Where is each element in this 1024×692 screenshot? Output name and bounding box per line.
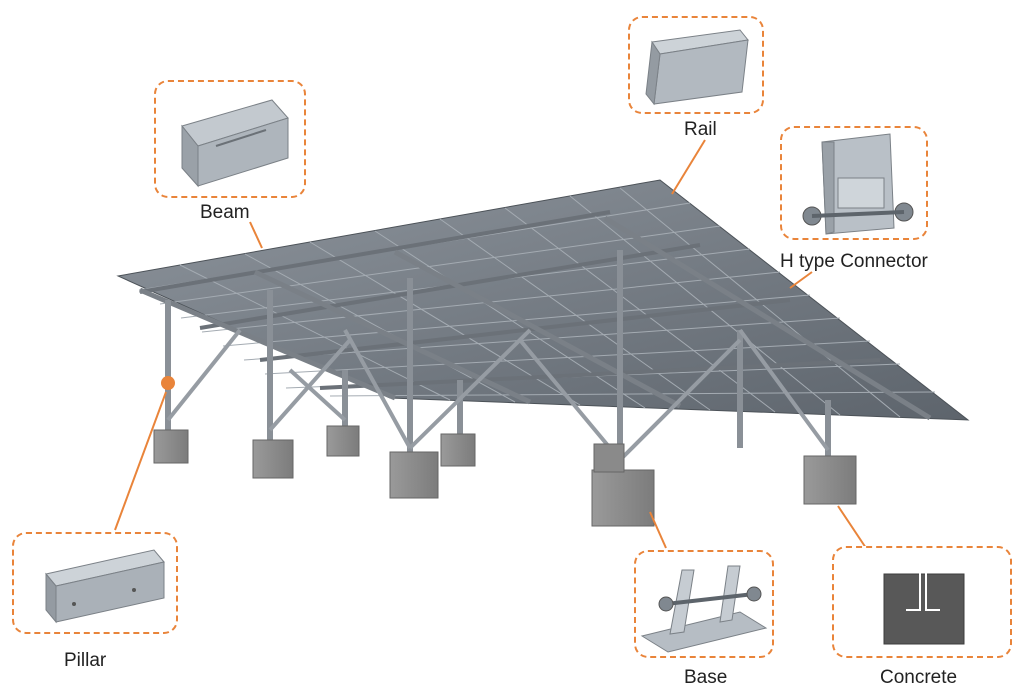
beam-callout xyxy=(154,80,306,198)
concrete-icon xyxy=(883,568,965,645)
panel-grid xyxy=(138,187,936,418)
pillar-callout xyxy=(12,532,178,634)
rail-icon xyxy=(645,29,749,106)
h-connector-label: H type Connector xyxy=(780,251,928,272)
rails xyxy=(139,210,881,390)
beam-label: Beam xyxy=(200,202,250,223)
pillar-label: Pillar xyxy=(64,650,107,671)
braces xyxy=(166,328,830,462)
concrete-blocks xyxy=(153,425,857,527)
h-connector-icon xyxy=(802,133,914,235)
beams xyxy=(139,215,932,421)
rail-callout xyxy=(628,16,764,114)
pillar-icon xyxy=(45,549,165,624)
base-callout xyxy=(634,550,774,658)
base-label: Base xyxy=(684,667,728,688)
beam-icon xyxy=(181,99,289,188)
pillar-marker xyxy=(161,376,175,390)
leader-lines xyxy=(114,139,867,549)
concrete-callout xyxy=(832,546,1012,658)
base-icon xyxy=(640,565,768,653)
concrete-label: Concrete xyxy=(880,667,958,688)
rail-label: Rail xyxy=(684,119,717,140)
h-connector-callout xyxy=(780,126,928,240)
